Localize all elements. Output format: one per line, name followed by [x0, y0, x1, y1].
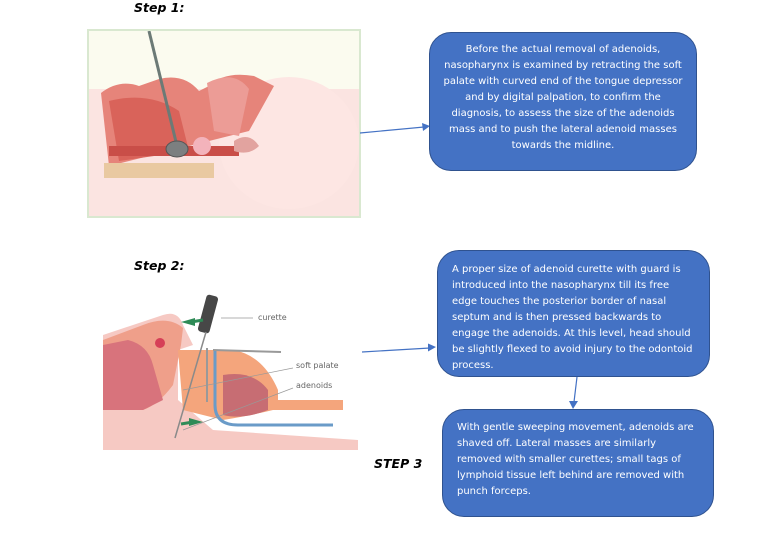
soft-palate-label: soft palate	[296, 361, 339, 370]
step-1-description: Before the actual removal of adenoids, n…	[443, 44, 683, 151]
step-1-description-box: Before the actual removal of adenoids, n…	[429, 32, 697, 171]
step-2-label: Step 2:	[134, 258, 185, 273]
step-2-description: A proper size of adenoid curette with gu…	[452, 264, 693, 371]
step-3-description: With gentle sweeping movement, adenoids …	[457, 422, 694, 497]
arrow-step2-to-step3	[569, 376, 578, 409]
step-3-label: STEP 3	[374, 456, 423, 471]
curette-label: curette	[258, 313, 287, 322]
step-2-illustration: curette soft palate adenoids	[103, 290, 358, 450]
adenoids-label: adenoids	[296, 381, 332, 390]
step-1-illustration	[87, 29, 361, 218]
step-3-description-box: With gentle sweeping movement, adenoids …	[442, 409, 714, 517]
step-1-label: Step 1:	[134, 0, 185, 15]
arrow-step2-to-text	[361, 343, 436, 353]
step-2-description-box: A proper size of adenoid curette with gu…	[437, 250, 710, 377]
arrow-step1-to-text	[359, 123, 430, 134]
